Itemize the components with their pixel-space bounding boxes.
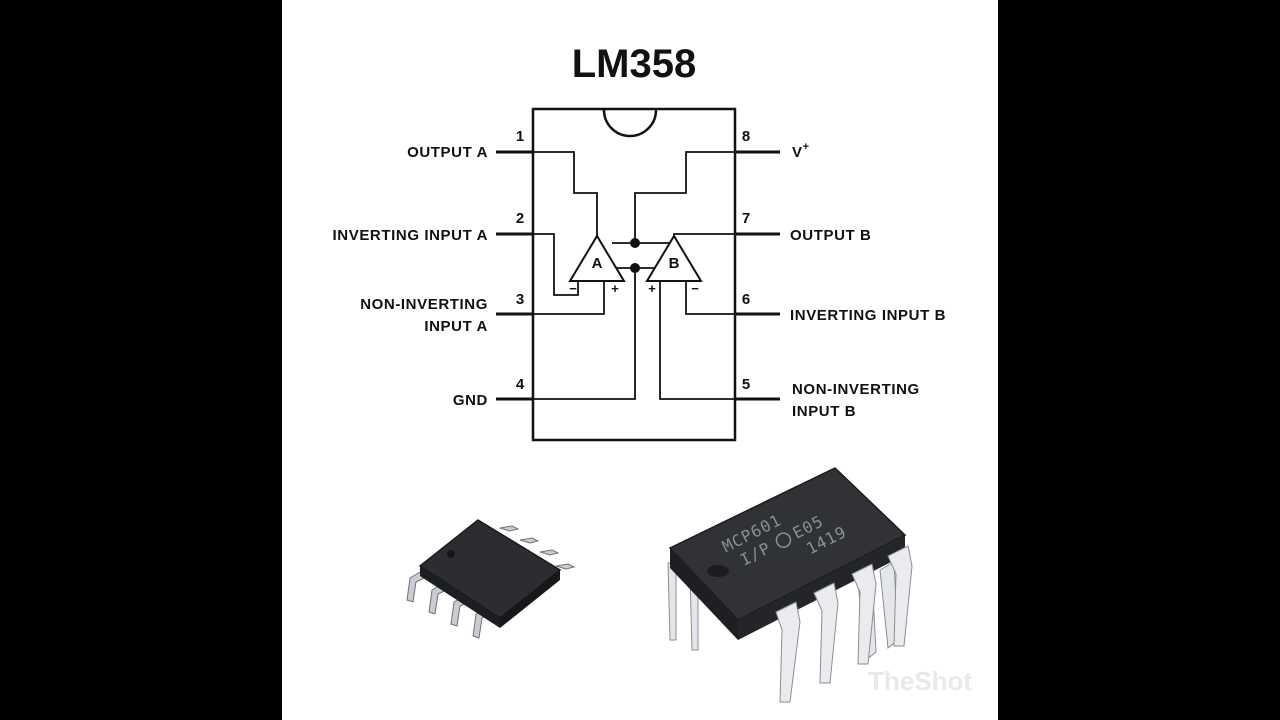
pin-7-label: OUTPUT B [790, 227, 871, 244]
pin-3-number: 3 [516, 291, 524, 308]
junction-dot-vplus [630, 238, 640, 248]
pin-5-label-line2: INPUT B [792, 403, 856, 420]
pin-4-number: 4 [516, 376, 525, 393]
pin-8-label: V+ [792, 141, 810, 161]
wire-inverting-input-a [533, 233, 579, 296]
wire-vplus [634, 151, 735, 243]
pin-7-number: 7 [742, 210, 750, 227]
op-amp-b-plus-sign: + [648, 281, 656, 296]
pin-6-number: 6 [742, 291, 750, 308]
soic-pin1-dot [447, 550, 455, 558]
dip-pins-front [775, 545, 913, 703]
wire-output-a [533, 151, 598, 238]
dip-chip-image: MCP601 I/P E05 1419 [667, 467, 913, 703]
dip-logo-icon [775, 532, 792, 548]
op-amp-b-label: B [669, 255, 680, 272]
wire-inverting-input-b [685, 281, 735, 315]
pin-3-label-line1: NON-INVERTING [360, 296, 488, 313]
pin-4-label: GND [453, 392, 488, 409]
pin-6-label: INVERTING INPUT B [790, 307, 946, 324]
pin-8-label-superscript: + [803, 141, 810, 153]
soic-body-top [418, 519, 562, 619]
wire-output-b [673, 233, 735, 238]
soic-chip-image [406, 519, 576, 639]
ic-package-outline [531, 107, 737, 442]
pin-5-label-line1: NON-INVERTING [792, 381, 920, 398]
pin-8-number: 8 [742, 128, 750, 145]
pin-1-label: OUTPUT A [407, 144, 488, 161]
right-pin-labels: V+ OUTPUT B INVERTING INPUT B NON-INVERT… [790, 141, 946, 420]
junction-dot-gnd [630, 263, 640, 273]
pin-2-number: 2 [516, 210, 524, 227]
wire-noninverting-input-a [533, 281, 605, 315]
dip-body-side-left [670, 548, 738, 640]
pin-5-number: 5 [742, 376, 750, 393]
wire-gnd [533, 268, 636, 400]
pin-leads [496, 150, 780, 401]
wire-noninverting-input-b [659, 281, 735, 400]
op-amp-a-plus-sign: + [611, 281, 619, 296]
pin-1-number: 1 [516, 128, 524, 145]
soic-body-side-right [500, 570, 560, 628]
soic-leads-back [499, 525, 576, 570]
op-amp-b: B + − [645, 234, 703, 296]
dip-notch [707, 565, 729, 577]
op-amp-a-label: A [592, 255, 603, 272]
pin-2-label: INVERTING INPUT A [333, 227, 488, 244]
op-amp-a: A − + [568, 234, 626, 296]
watermark-text: TheShot [868, 666, 972, 696]
diagram-panel [282, 0, 998, 720]
pin-numbers: 1 2 3 4 8 7 6 5 [516, 128, 750, 393]
pin-3-label-line2: INPUT A [424, 318, 488, 335]
internal-wiring [533, 151, 735, 400]
soic-body-side-front [420, 566, 500, 628]
op-amp-a-minus-sign: − [569, 281, 577, 296]
diagram-title: LM358 [572, 42, 697, 86]
left-pin-labels: OUTPUT A INVERTING INPUT A NON-INVERTING… [333, 144, 488, 409]
op-amp-b-minus-sign: − [691, 281, 699, 296]
